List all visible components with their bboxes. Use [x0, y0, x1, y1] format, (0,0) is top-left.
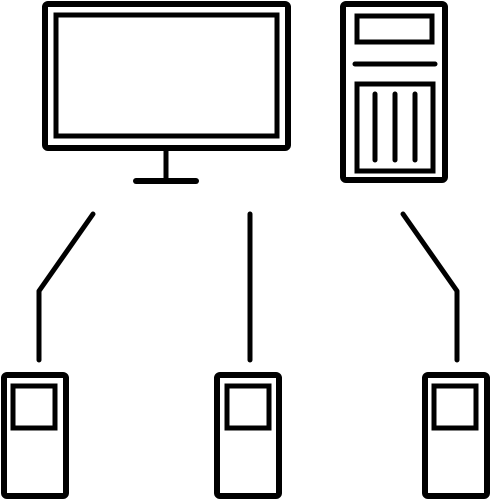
- mobile-device-icon: [422, 372, 490, 499]
- connection-line-right: [400, 211, 460, 363]
- device-screen: [431, 383, 479, 431]
- monitor-screen: [53, 12, 280, 139]
- monitor-icon: [42, 1, 291, 184]
- connections: [36, 211, 460, 363]
- monitor-outer-frame: [42, 1, 291, 151]
- mobile-device-icon: [1, 372, 69, 499]
- device-screen: [10, 383, 58, 431]
- device-body: [1, 372, 69, 499]
- device-screen: [224, 383, 272, 431]
- tower-vent-panel: [354, 81, 436, 174]
- connection-line-left: [36, 211, 96, 363]
- device-body: [422, 372, 490, 499]
- mobile-device-icon: [214, 372, 282, 499]
- tower-drive-bay: [354, 13, 435, 45]
- computer-tower-icon: [340, 1, 448, 183]
- tower-case: [340, 1, 448, 183]
- device-body: [214, 372, 282, 499]
